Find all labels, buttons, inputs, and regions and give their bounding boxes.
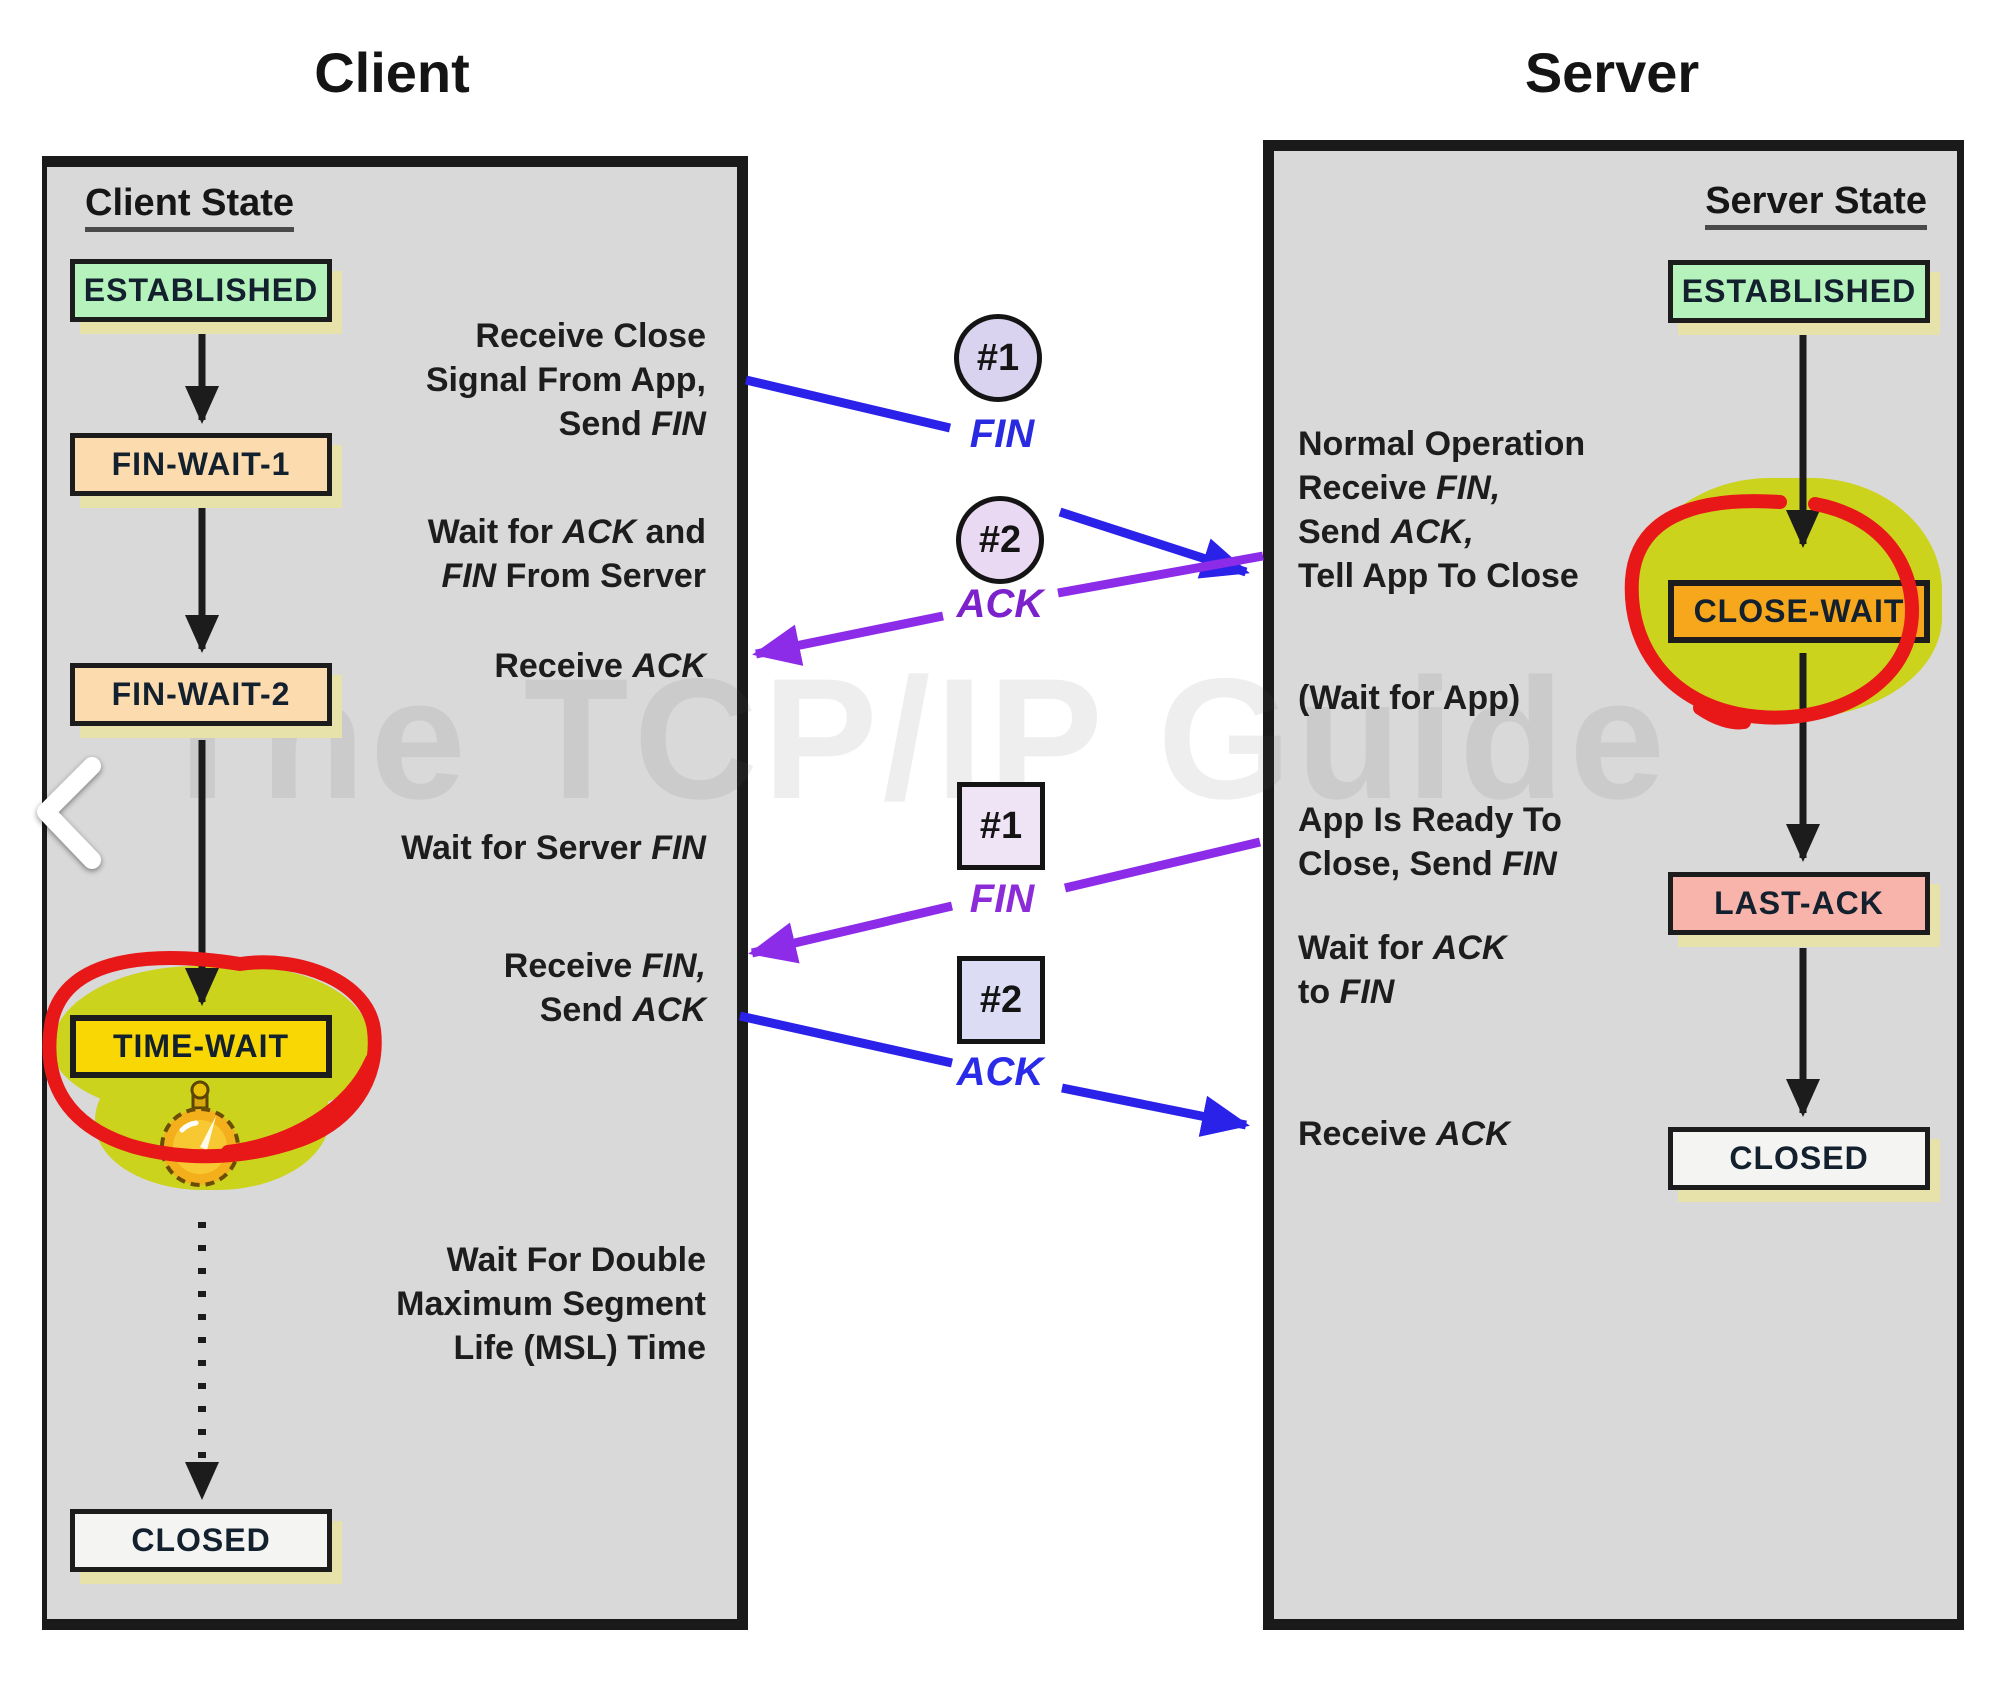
client-annotation-3: Wait for Server FIN: [401, 829, 706, 867]
server-state-box-close-wait: CLOSE-WAIT: [1668, 580, 1930, 643]
client-state-box-time-wait: TIME-WAIT: [70, 1015, 332, 1078]
server-annotation-0: Normal Operation: [1298, 425, 1586, 463]
message-label-ack-1: ACK: [956, 582, 1044, 626]
carousel-prev-chevron[interactable]: [37, 757, 101, 869]
server-annotation-1: Receive FIN,Send ACK,Tell App To Close: [1298, 469, 1579, 595]
client-state-box-established: ESTABLISHED: [70, 259, 332, 322]
server-annotation-5: Receive ACK: [1298, 1115, 1510, 1153]
client-state-box-fin-wait-1: FIN-WAIT-1: [70, 433, 332, 496]
message-badge-square-num1: #1: [957, 782, 1045, 870]
server-title: Server: [1524, 41, 1700, 104]
message-label-fin-0: FIN: [969, 412, 1035, 456]
server-state-box-closed: CLOSED: [1668, 1127, 1930, 1190]
client-annotation-4: Receive FIN,Send ACK: [503, 947, 706, 1029]
client-state-box-closed: CLOSED: [70, 1509, 332, 1572]
client-panel: [42, 156, 748, 1630]
message-badge-square-num2: #2: [957, 956, 1045, 1044]
message-badge-circle-num2: #2: [956, 496, 1044, 584]
client-title: Client: [314, 41, 470, 104]
server-state-heading: Server State: [1705, 180, 1927, 230]
message-label-fin-2: FIN: [969, 877, 1035, 921]
message-badge-circle-num1: #1: [954, 314, 1042, 402]
server-state-box-established: ESTABLISHED: [1668, 260, 1930, 323]
client-annotation-2: Receive ACK: [494, 647, 706, 685]
client-state-heading: Client State: [85, 182, 295, 232]
server-state-box-last-ack: LAST-ACK: [1668, 872, 1930, 935]
server-annotation-2: (Wait for App): [1298, 679, 1521, 717]
message-label-ack-3: ACK: [956, 1050, 1044, 1094]
client-state-box-fin-wait-2: FIN-WAIT-2: [70, 663, 332, 726]
